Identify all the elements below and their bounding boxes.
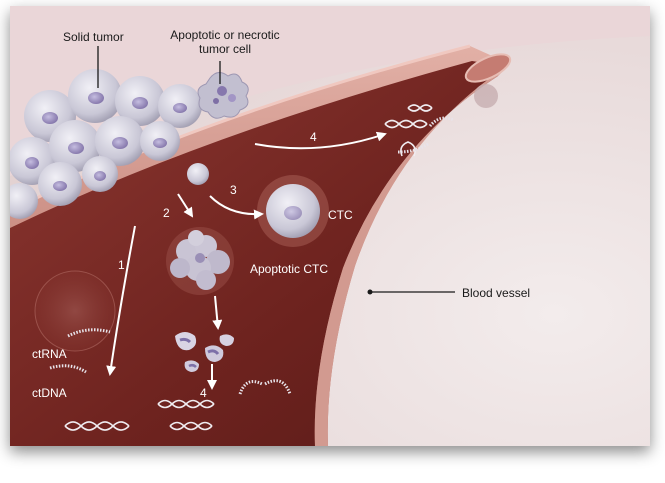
label-necrotic-cell: Apoptotic or necrotic tumor cell — [150, 28, 300, 56]
label-apoptotic-ctc: Apoptotic CTC — [250, 262, 329, 276]
arrow-3 — [209, 195, 264, 220]
leader-dot — [367, 289, 373, 295]
ctc-cell — [257, 175, 329, 247]
vessel-cell-fragment — [474, 84, 498, 108]
label-ctrna: ctRNA — [32, 347, 67, 361]
step-1: 1 — [118, 258, 125, 272]
step-3: 3 — [230, 183, 237, 197]
apoptotic-ctc — [166, 227, 234, 295]
ctdna-helices — [64, 104, 433, 431]
tumor-cluster — [10, 69, 202, 219]
step-4-top: 4 — [310, 130, 317, 144]
ghost-cell — [34, 270, 116, 352]
illustration — [10, 6, 650, 446]
necrotic-tumor-cell — [197, 72, 249, 119]
step-2: 2 — [163, 206, 170, 220]
arrow-2 — [177, 193, 194, 218]
cell-fragment — [187, 163, 209, 185]
label-solid-tumor: Solid tumor — [63, 30, 124, 44]
vessel-lumen — [10, 61, 498, 446]
apoptotic-bodies — [175, 332, 234, 372]
arrow-1 — [106, 225, 136, 376]
ctrna-strands — [49, 116, 455, 395]
label-necrotic-line2: tumor cell — [198, 42, 251, 56]
label-blood-vessel: Blood vessel — [462, 286, 531, 300]
arrow-4-top — [254, 131, 387, 150]
vessel-wall-far — [314, 64, 510, 446]
label-necrotic-line1: Apoptotic or necrotic — [170, 28, 280, 42]
diagram-frame: Solid tumor Apoptotic or necrotic tumor … — [10, 6, 650, 446]
arrow-apoptotic-down — [212, 295, 223, 330]
tissue-glow — [10, 6, 650, 176]
pathway-arrows — [106, 131, 387, 390]
label-ctdna: ctDNA — [32, 386, 67, 400]
step-4-bottom: 4 — [200, 386, 207, 400]
leader-lines — [97, 46, 455, 293]
vessel-opening — [464, 53, 512, 83]
label-ctc: CTC — [328, 208, 353, 222]
